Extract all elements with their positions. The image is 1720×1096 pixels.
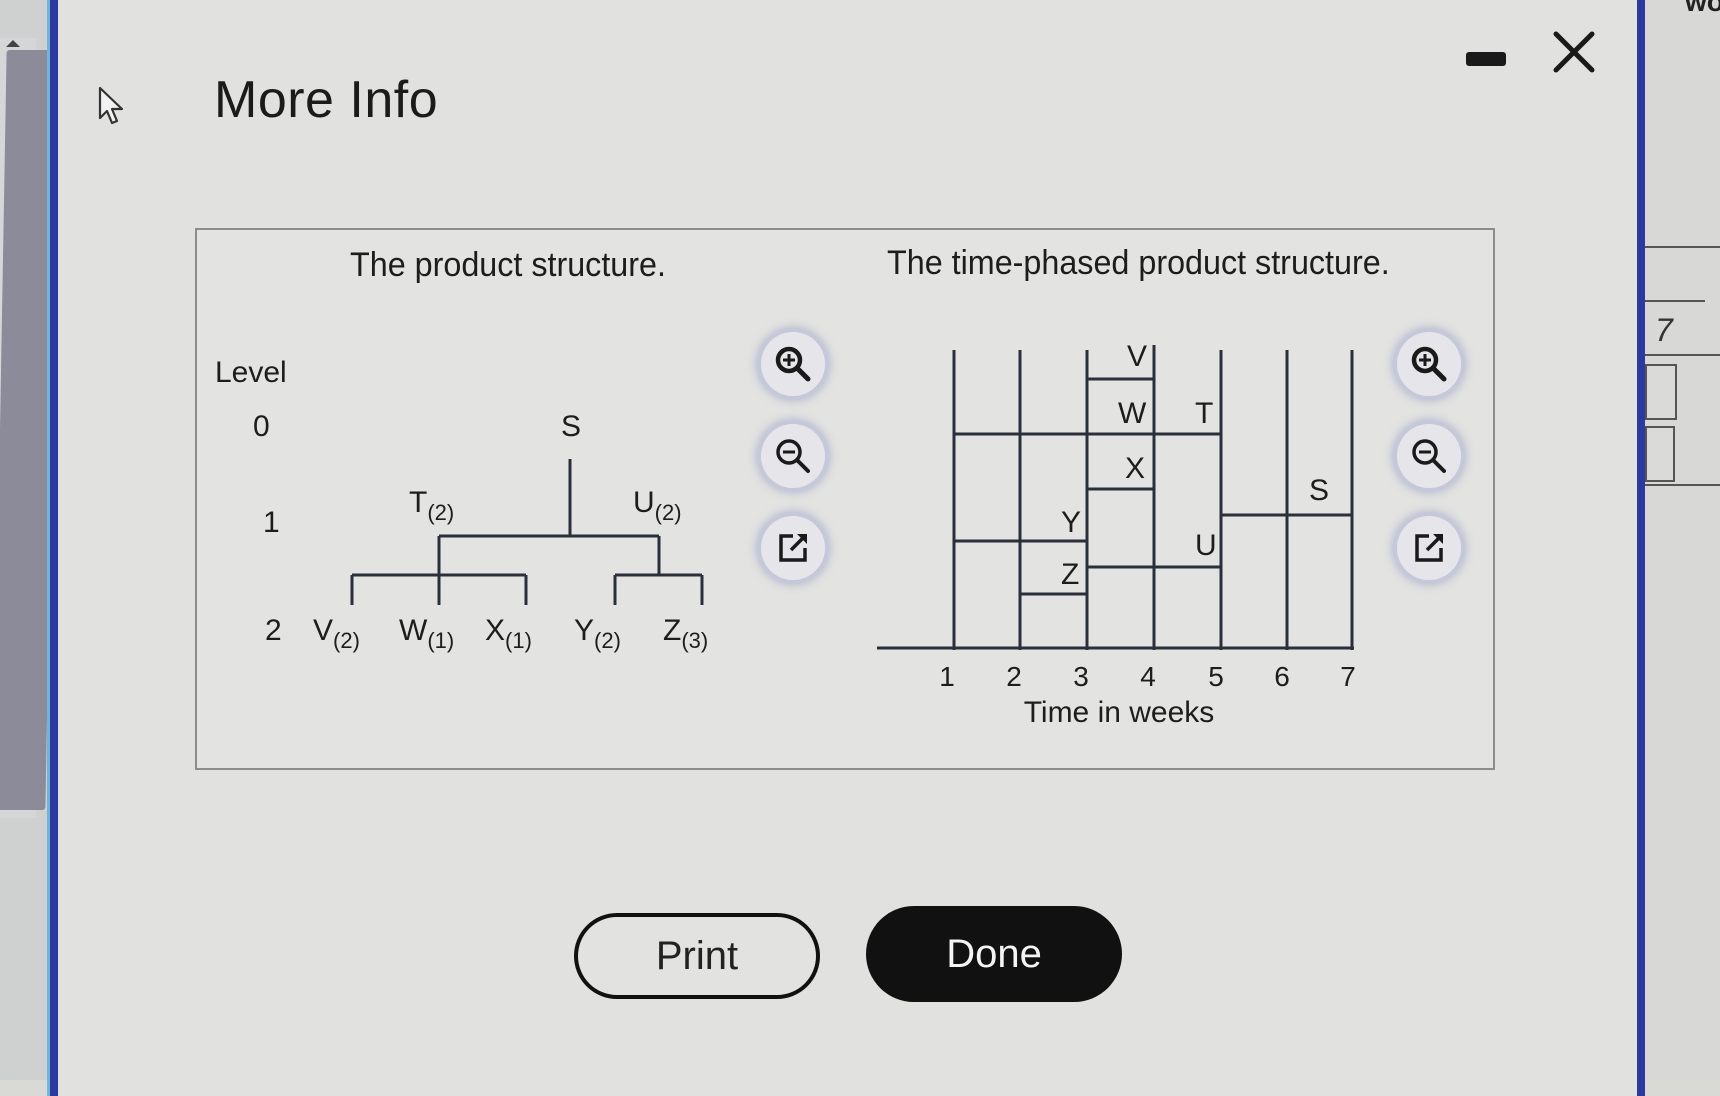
product-structure-diagram: Level 0 1 2 S T(2) U(2): [215, 356, 708, 653]
tree-connectors: [350, 459, 704, 605]
zoom-out-icon: [1412, 439, 1446, 473]
divider: [1645, 484, 1720, 486]
minimize-button[interactable]: [1466, 52, 1506, 66]
time-phased-title: The time-phased product structure.: [887, 244, 1390, 282]
divider: [1645, 300, 1705, 302]
left-open-external-button[interactable]: [761, 516, 825, 580]
label-X: X: [1125, 452, 1145, 485]
close-button[interactable]: [1550, 28, 1598, 76]
divider: [1645, 354, 1720, 356]
node-T: T(2): [409, 486, 454, 525]
node-Y: Y(2): [574, 614, 621, 653]
background-input-cell[interactable]: [1645, 426, 1675, 482]
level-header: Level: [215, 356, 287, 389]
print-button[interactable]: Print: [574, 913, 820, 999]
background-app-left: [0, 0, 59, 1080]
left-zoom-out-button[interactable]: [761, 424, 825, 488]
label-S: S: [1309, 474, 1329, 507]
background-input-cell[interactable]: [1645, 364, 1677, 420]
level-2-label: 2: [265, 614, 282, 647]
open-external-icon: [779, 534, 807, 562]
label-U: U: [1195, 529, 1217, 562]
mouse-pointer-icon: [98, 86, 124, 125]
svg-text:4: 4: [1140, 661, 1156, 692]
divider: [1645, 246, 1720, 248]
chart-gridlines: [877, 345, 1354, 650]
label-W: W: [1118, 397, 1147, 430]
product-structure-title: The product structure.: [350, 246, 666, 284]
level-1-label: 1: [263, 506, 280, 539]
svg-text:2: 2: [1006, 661, 1022, 692]
right-zoom-out-button[interactable]: [1397, 424, 1461, 488]
background-app-right: wo 7: [1645, 0, 1720, 1080]
svg-text:1: 1: [939, 661, 955, 692]
label-Z: Z: [1061, 558, 1079, 591]
svg-text:6: 6: [1274, 661, 1290, 692]
time-phased-chart: V W T X S Y U Z 1 2 3 4 5 6 7 Time in we…: [877, 340, 1356, 729]
label-T: T: [1195, 397, 1213, 430]
close-icon: [1553, 31, 1595, 73]
level-0-label: 0: [253, 410, 270, 443]
more-info-dialog: More Info The product structure. Level 0…: [50, 0, 1645, 1096]
svg-text:3: 3: [1073, 661, 1089, 692]
node-U: U(2): [633, 486, 682, 525]
scroll-up-arrow-icon[interactable]: [6, 40, 20, 47]
chart-item-labels: V W T X S Y U Z: [1061, 340, 1329, 591]
label-Y: Y: [1061, 506, 1081, 539]
done-button[interactable]: Done: [866, 906, 1122, 1002]
open-external-icon: [1415, 534, 1443, 562]
zoom-in-icon: [1411, 346, 1447, 382]
right-zoom-in-button[interactable]: [1397, 332, 1461, 396]
node-S: S: [561, 410, 581, 443]
node-X: X(1): [485, 614, 532, 653]
background-text-fragment: wo: [1685, 0, 1720, 17]
node-V: V(2): [313, 614, 360, 653]
label-V: V: [1127, 340, 1147, 373]
dialog-title: More Info: [214, 71, 439, 129]
x-axis-label: Time in weeks: [1024, 696, 1215, 729]
node-Z: Z(3): [663, 614, 708, 653]
zoom-out-icon: [776, 439, 810, 473]
zoom-in-icon: [775, 346, 811, 382]
content-box: The product structure. Level 0 1 2 S T(2…: [195, 228, 1495, 770]
background-value: 7: [1655, 312, 1673, 348]
right-open-external-button[interactable]: [1397, 516, 1461, 580]
x-axis-ticks: 1 2 3 4 5 6 7: [939, 661, 1356, 692]
svg-text:7: 7: [1340, 661, 1356, 692]
left-zoom-in-button[interactable]: [761, 332, 825, 396]
svg-text:5: 5: [1208, 661, 1224, 692]
node-W: W(1): [399, 614, 454, 653]
